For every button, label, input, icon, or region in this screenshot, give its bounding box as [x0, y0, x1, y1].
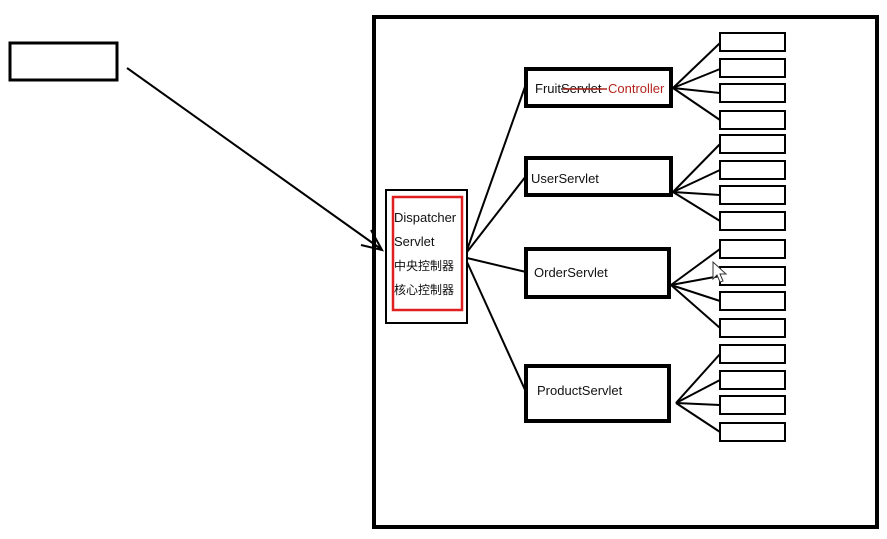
- user-servlet-box: [524, 156, 673, 197]
- product-connector-3: [675, 402, 721, 406]
- fruit-method-box-4: [719, 110, 786, 130]
- fruit-connector-4: [672, 87, 721, 121]
- request-arrow-shaft: [126, 67, 382, 250]
- fruit-label-prefix: Fruit: [535, 81, 561, 96]
- fruit-connector-3: [672, 87, 721, 94]
- order-method-box-1: [719, 239, 786, 259]
- order-method-box-3: [719, 291, 786, 311]
- user-method-box-3: [719, 185, 786, 205]
- fanout-line-user: [466, 175, 527, 253]
- product-method-box-3: [719, 395, 786, 415]
- dispatcher-label-line4: 核心控制器: [394, 283, 454, 297]
- order-connector-3: [670, 284, 721, 302]
- dispatcher-label-line3: 中央控制器: [394, 258, 454, 273]
- dispatcher-label-line1: Dispatcher: [394, 210, 457, 225]
- order-connector-4: [670, 284, 721, 329]
- fruit-connector-1: [672, 42, 721, 89]
- user-method-box-1: [719, 134, 786, 154]
- user-servlet-label: UserServlet: [531, 171, 599, 186]
- product-connector-4: [675, 402, 721, 433]
- dispatcher-highlight: [391, 195, 464, 312]
- client-box: [8, 41, 119, 82]
- user-connector-1: [672, 143, 721, 193]
- product-servlet-label: ProductServlet: [537, 383, 623, 398]
- fruit-servlet-box: [524, 67, 673, 108]
- fanout-line-order: [466, 257, 527, 273]
- user-method-group: [672, 134, 786, 231]
- dispatcher-fanout-lines: [466, 83, 527, 393]
- product-connector-2: [675, 379, 721, 404]
- user-connector-2: [672, 169, 721, 193]
- order-method-group: [670, 239, 786, 338]
- dispatcher-label-line2: Servlet: [394, 234, 435, 249]
- product-connector-1: [675, 353, 721, 404]
- fruit-servlet-label: FruitServlet: [535, 81, 602, 96]
- order-servlet-label: OrderServlet: [534, 265, 608, 280]
- product-method-box-1: [719, 344, 786, 364]
- product-method-box-4: [719, 422, 786, 442]
- fruit-method-group: [672, 32, 786, 130]
- product-method-box-2: [719, 370, 786, 390]
- fanout-line-fruit: [466, 83, 527, 251]
- fruit-method-box-2: [719, 58, 786, 78]
- order-servlet-box: [524, 247, 671, 299]
- user-connector-3: [672, 191, 721, 196]
- fanout-line-product: [466, 261, 527, 393]
- order-method-box-2: [719, 266, 786, 286]
- fruit-connector-2: [672, 68, 721, 89]
- order-connector-2: [670, 275, 721, 286]
- dispatcher-box: [385, 189, 468, 324]
- user-method-box-4: [719, 211, 786, 231]
- fruit-method-box-1: [719, 32, 786, 52]
- user-connector-4: [672, 191, 721, 222]
- fruit-controller-note: Controller: [608, 81, 665, 96]
- mouse-pointer-icon: [712, 260, 728, 283]
- order-connector-1: [670, 248, 721, 286]
- fruit-method-box-3: [719, 83, 786, 103]
- user-method-box-2: [719, 160, 786, 180]
- order-method-box-4: [719, 318, 786, 338]
- product-servlet-box: [524, 364, 671, 423]
- web-container: [372, 15, 879, 529]
- product-method-group: [675, 344, 786, 442]
